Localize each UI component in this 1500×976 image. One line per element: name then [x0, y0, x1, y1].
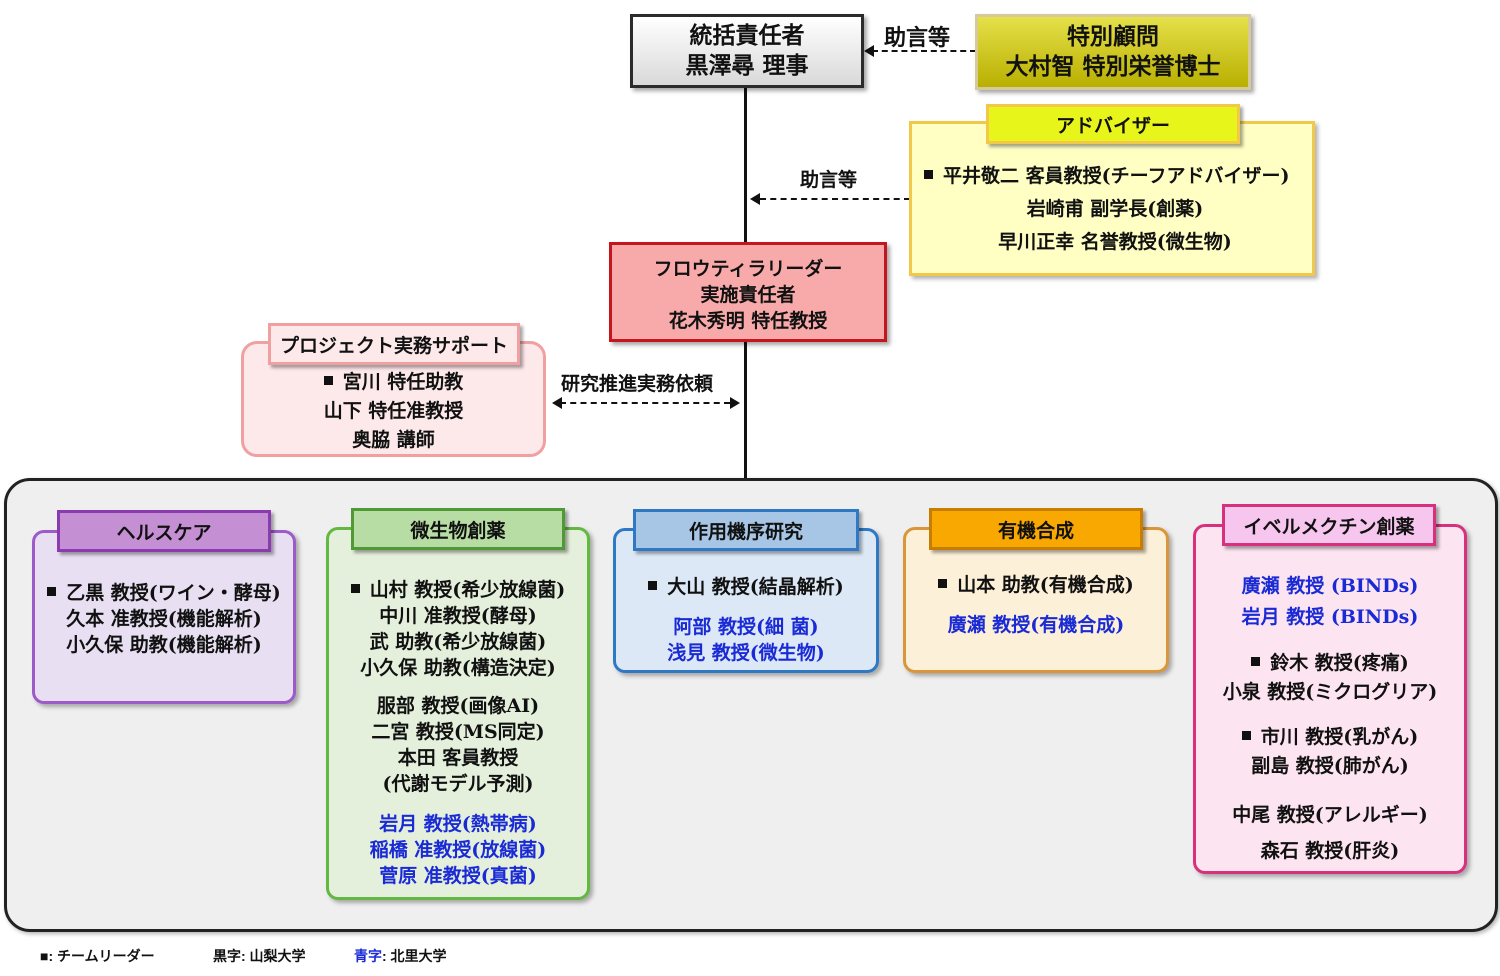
special-advisor-title: 特別顧問 [1067, 23, 1159, 50]
team-synthesis-tag: 有機合成 [929, 508, 1143, 550]
team-member-kitasato: 阿部 教授(細 菌) [673, 616, 819, 638]
frontier-line: フロウティラリーダー [653, 258, 843, 280]
adviser-leader: 平井敬二 客員教授(チーフアドバイザー) [922, 160, 1308, 193]
frontier-line: 花木秀明 特任教授 [668, 310, 828, 332]
main-vertical-line [744, 86, 747, 244]
team-healthcare-tag: ヘルスケア [57, 510, 271, 552]
legend-blue-key: 青字 [354, 948, 382, 964]
team-member: 本田 客員教授 [397, 747, 519, 769]
advice-arrowhead-top [864, 45, 874, 57]
team-microbe-box: 山村 教授(希少放線菌) 中川 准教授(酵母) 武 助教(希少放線菌) 小久保 … [326, 527, 590, 900]
legend-blue-rest: : 北里大学 [382, 948, 447, 964]
team-member-kitasato: 廣瀬 教授 (BINDs) [1241, 575, 1419, 597]
legend-blue: 青字: 北里大学 [354, 946, 447, 966]
team-mechanism-tag: 作用機序研究 [633, 509, 859, 551]
team-leader: 大山 教授(結晶解析) [616, 574, 876, 600]
frontier-line: 実施責任者 [700, 284, 796, 306]
team-member: 武 助教(希少放線菌) [369, 631, 547, 653]
team-member: 二宮 教授(MS同定) [371, 721, 545, 743]
leader-marker-icon [350, 583, 360, 593]
team-synthesis-box: 山本 助教(有機合成) 廣瀬 教授(有機合成) [903, 527, 1169, 673]
support-link-label: 研究推進実務依頼 [561, 373, 714, 395]
team-member-kitasato: 稲橋 准教授(放線菌) [369, 839, 547, 861]
team-ivermectin-box: 廣瀬 教授 (BINDs) 岩月 教授 (BINDs) 鈴木 教授(疼痛) 小泉… [1193, 524, 1467, 874]
support-member: 奥脇 講師 [352, 429, 435, 451]
team-member: 小久保 助教(構造決定) [360, 657, 556, 679]
team-member-kitasato: 岩月 教授 (BINDs) [1241, 606, 1419, 628]
team-member: 服部 教授(画像AI) [376, 695, 540, 717]
team-member: 久本 准教授(機能解析) [66, 608, 262, 630]
frontier-leader-box: フロウティラリーダー 実施責任者 花木秀明 特任教授 [609, 242, 887, 342]
head-name: 黒澤尋 理事 [685, 52, 809, 79]
team-member-kitasato: 岩月 教授(熱帯病) [379, 813, 537, 835]
advice-arrowhead-mid [750, 193, 760, 205]
team-member: 中尾 教授(アレルギー) [1232, 804, 1428, 826]
support-leader: 宮川 特任助教 [244, 368, 543, 397]
team-leader: 鈴木 教授(疼痛) [1196, 649, 1464, 678]
advice-label-top: 助言等 [884, 25, 951, 51]
advisers-box: 平井敬二 客員教授(チーフアドバイザー) 岩崎甫 副学長(創薬) 早川正幸 名誉… [909, 121, 1315, 276]
special-advisor-name: 大村智 特別栄誉博士 [1005, 53, 1221, 80]
adviser-member: 岩崎甫 副学長(創薬) [1026, 198, 1204, 220]
leader-marker-icon [648, 580, 658, 590]
legend-leader: ■: チームリーダー [40, 948, 155, 964]
team-member-kitasato: 廣瀬 教授(有機合成) [947, 614, 1125, 636]
team-member-kitasato: 浅見 教授(微生物) [667, 642, 825, 664]
advice-arrow-mid [760, 198, 910, 200]
support-arrow [560, 402, 730, 404]
team-member-kitasato: 菅原 准教授(真菌) [379, 865, 537, 887]
leader-marker-icon [47, 586, 57, 596]
team-leader: 山本 助教(有機合成) [906, 572, 1166, 598]
team-member: (代謝モデル予測) [382, 773, 534, 795]
team-member: 小久保 助教(機能解析) [66, 634, 262, 656]
support-arrowhead-left [552, 397, 562, 409]
support-tag: プロジェクト実務サポート [268, 323, 520, 365]
team-ivermectin-tag: イベルメクチン創薬 [1222, 504, 1436, 546]
head-title: 統括責任者 [689, 22, 805, 49]
team-member: 小泉 教授(ミクログリア) [1222, 681, 1438, 703]
legend-black: 黒字: 山梨大学 [213, 948, 306, 964]
team-leader: 市川 教授(乳がん) [1196, 723, 1464, 752]
leader-marker-icon [1251, 656, 1261, 666]
team-member: 中川 准教授(酵母) [379, 605, 537, 627]
head-box: 統括責任者 黒澤尋 理事 [630, 14, 864, 88]
leader-marker-icon [924, 169, 933, 179]
team-microbe-tag: 微生物創薬 [351, 508, 565, 550]
leader-marker-icon [323, 375, 333, 385]
team-member: 副島 教授(肺がん) [1251, 755, 1409, 777]
team-member: 森石 教授(肝炎) [1260, 840, 1400, 862]
team-leader: 乙黒 教授(ワイン・酵母) [35, 580, 293, 606]
advice-arrow-top [872, 50, 976, 52]
leader-marker-icon [938, 578, 948, 588]
adviser-member: 早川正幸 名誉教授(微生物) [998, 231, 1232, 253]
support-member: 山下 特任准教授 [323, 400, 464, 422]
special-advisor-box: 特別顧問 大村智 特別栄誉博士 [975, 14, 1251, 90]
advice-label-mid: 助言等 [800, 169, 858, 191]
support-arrowhead-right [730, 397, 740, 409]
main-vertical-line-lower [744, 342, 747, 478]
team-healthcare-box: 乙黒 教授(ワイン・酵母) 久本 准教授(機能解析) 小久保 助教(機能解析) [32, 530, 296, 704]
leader-marker-icon [1241, 730, 1251, 740]
team-leader: 山村 教授(希少放線菌) [329, 577, 587, 603]
advisers-tag: アドバイザー [986, 104, 1240, 144]
